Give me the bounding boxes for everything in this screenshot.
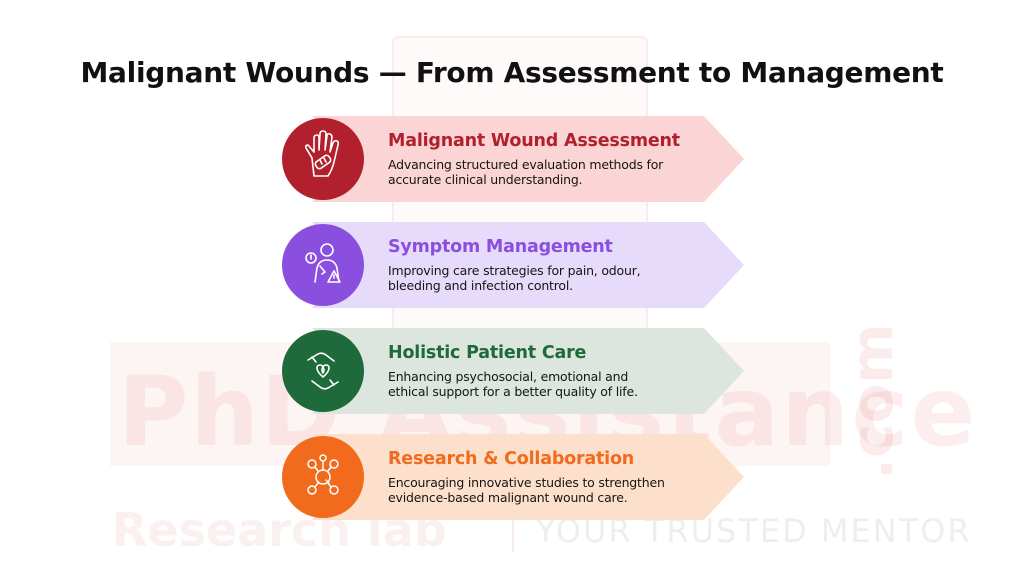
step-description: Encouraging innovative studies to streng… <box>388 475 708 505</box>
description-line: bleeding and infection control. <box>388 278 573 293</box>
description-line: ethical support for a better quality of … <box>388 384 638 399</box>
network-search-icon <box>307 454 339 495</box>
step-assessment: Malignant Wound Assessment Advancing str… <box>282 116 752 202</box>
step-research-collaboration: Research & Collaboration Encouraging inn… <box>282 434 752 520</box>
description-line: Improving care strategies for pain, odou… <box>388 263 641 278</box>
description-line: Enhancing psychosocial, emotional and <box>388 369 629 384</box>
step-arrow <box>312 328 744 414</box>
step-heading: Holistic Patient Care <box>388 343 587 363</box>
step-circle <box>282 118 364 200</box>
caring-hands-icon <box>307 352 339 390</box>
step-description: Improving care strategies for pain, odou… <box>388 263 708 293</box>
description-line: accurate clinical understanding. <box>388 172 583 187</box>
step-heading: Symptom Management <box>388 237 613 257</box>
watermark-separator <box>512 508 514 552</box>
step-circle <box>282 224 364 306</box>
step-description: Advancing structured evaluation methods … <box>388 157 708 187</box>
description-line: Encouraging innovative studies to streng… <box>388 475 665 490</box>
watermark-domain-text: .com <box>838 323 906 480</box>
step-holistic-care: Holistic Patient Care Enhancing psychoso… <box>282 328 752 414</box>
step-symptom-management: Symptom Management Improving care strate… <box>282 222 752 308</box>
step-description: Enhancing psychosocial, emotional and et… <box>388 369 708 399</box>
description-line: evidence-based malignant wound care. <box>388 490 628 505</box>
hand-bandage-icon <box>304 130 340 177</box>
step-arrow <box>312 116 744 202</box>
step-circle <box>282 436 364 518</box>
step-arrow <box>312 222 744 308</box>
page-title: Malignant Wounds — From Assessment to Ma… <box>80 56 944 89</box>
step-circle <box>282 330 364 412</box>
step-arrow <box>312 434 744 520</box>
description-line: Advancing structured evaluation methods … <box>388 157 664 172</box>
person-pain-icon <box>305 243 341 283</box>
step-heading: Research & Collaboration <box>388 449 635 469</box>
step-heading: Malignant Wound Assessment <box>388 131 680 151</box>
